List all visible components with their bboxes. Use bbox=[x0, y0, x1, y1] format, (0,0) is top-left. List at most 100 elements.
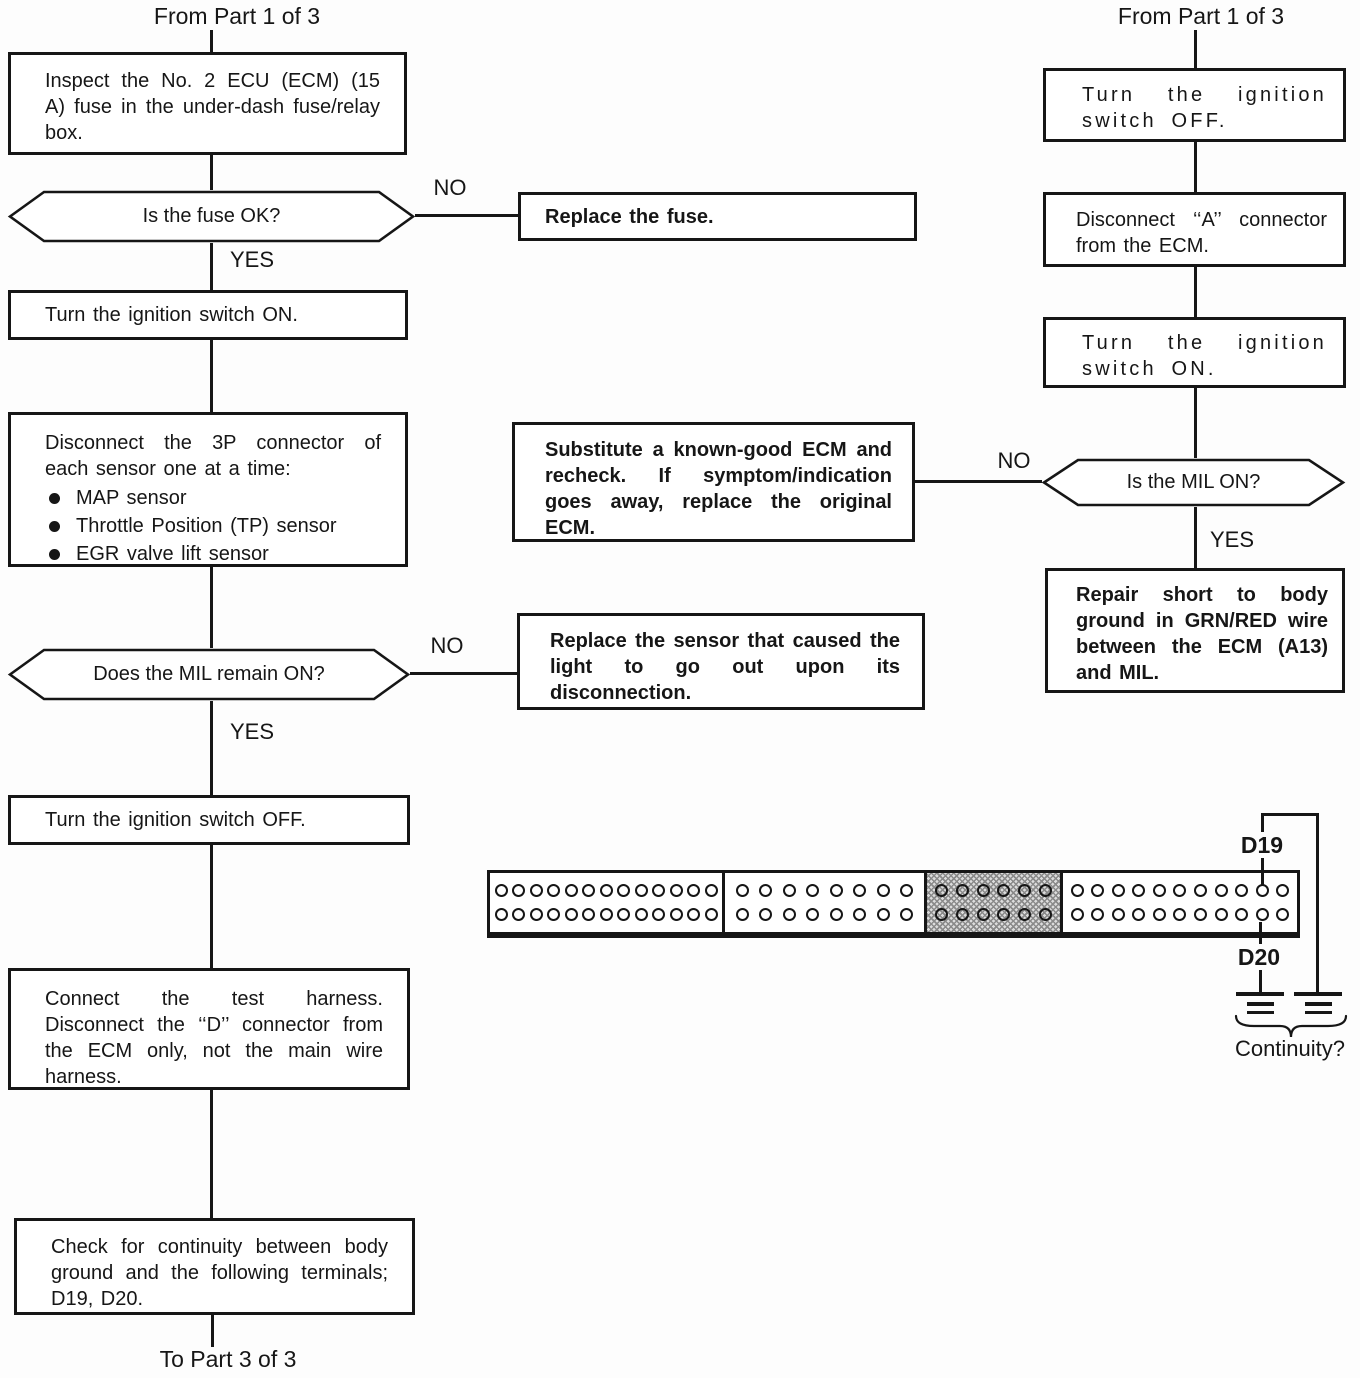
pin-hole-icon bbox=[1070, 908, 1084, 921]
pin-hole-icon bbox=[1173, 908, 1187, 921]
pin-hole-icon bbox=[1194, 884, 1208, 897]
box-check-continuity: Check for continuity between body ground… bbox=[14, 1218, 415, 1315]
pin-hole-icon bbox=[1039, 908, 1053, 921]
pin-hole-icon bbox=[976, 884, 990, 897]
box-disconnect-a-text: Disconnect ‘‘A’’ connector from the ECM. bbox=[1076, 209, 1327, 257]
decision-fuse-ok-label: Is the fuse OK? bbox=[142, 205, 281, 227]
box-ignition-off-left: Turn the ignition switch OFF. bbox=[8, 795, 410, 845]
pin-d19-label: D19 bbox=[1232, 832, 1292, 859]
pin-hole-icon bbox=[900, 908, 914, 921]
ground-bar bbox=[1304, 1010, 1332, 1014]
flow-line bbox=[1194, 267, 1197, 317]
box-ignition-on-right: Turn the ignition switch ON. bbox=[1043, 317, 1346, 388]
pin-hole-icon bbox=[829, 908, 843, 921]
wire-line bbox=[1261, 858, 1264, 886]
no-label: NO bbox=[433, 175, 467, 200]
flow-line bbox=[1194, 507, 1197, 568]
from-part-label-right: From Part 1 of 3 bbox=[1117, 3, 1285, 29]
pin-hole-icon bbox=[494, 908, 508, 921]
pin-hole-icon bbox=[1018, 908, 1032, 921]
no-label: NO bbox=[997, 448, 1031, 473]
decision-mil-remain: Does the MIL remain ON? bbox=[7, 648, 411, 701]
box-replace-sensor: Replace the sensor that caused the light… bbox=[517, 613, 925, 710]
pin-row bbox=[1063, 908, 1297, 921]
box-ignition-off-left-text: Turn the ignition switch OFF. bbox=[45, 809, 306, 831]
yes-label: YES bbox=[230, 719, 275, 744]
bullet-icon bbox=[49, 548, 60, 560]
pin-hole-icon bbox=[634, 908, 648, 921]
pin-hole-icon bbox=[853, 908, 867, 921]
pin-hole-icon bbox=[1039, 884, 1053, 897]
flow-line bbox=[415, 214, 518, 217]
box-ignition-on-left: Turn the ignition switch ON. bbox=[8, 290, 408, 340]
pin-hole-icon bbox=[853, 884, 867, 897]
ground-icon bbox=[1236, 992, 1284, 1014]
flow-line bbox=[1194, 30, 1197, 68]
ground-bar bbox=[1246, 1010, 1274, 1014]
flow-line bbox=[210, 1090, 213, 1218]
pin-hole-icon bbox=[1070, 884, 1084, 897]
pin-hole-icon bbox=[669, 908, 683, 921]
list-item: Throttle Position (TP) sensor bbox=[49, 513, 381, 539]
pin-row bbox=[927, 884, 1060, 897]
brace-icon bbox=[1234, 1014, 1348, 1038]
flow-line bbox=[1194, 388, 1197, 458]
wire-line bbox=[1261, 813, 1319, 816]
pin-hole-icon bbox=[1214, 884, 1228, 897]
pin-hole-icon bbox=[976, 908, 990, 921]
pin-hole-icon bbox=[997, 908, 1011, 921]
pin-hole-icon bbox=[782, 884, 796, 897]
pin-hole-icon bbox=[617, 908, 630, 921]
box-replace-fuse-text: Replace the fuse. bbox=[545, 205, 714, 228]
pin-hole-icon bbox=[735, 884, 749, 897]
pin-hole-icon bbox=[1173, 884, 1187, 897]
pin-hole-icon bbox=[1152, 908, 1166, 921]
pin-hole-icon bbox=[599, 908, 613, 921]
pin-hole-icon bbox=[1111, 884, 1125, 897]
pin-row bbox=[490, 908, 722, 921]
connector-segment-c-shaded bbox=[924, 873, 1060, 932]
pin-hole-icon bbox=[512, 884, 525, 897]
pin-hole-icon bbox=[829, 884, 843, 897]
pin-row bbox=[725, 908, 924, 921]
pin-row bbox=[927, 908, 1060, 921]
pin-hole-icon bbox=[634, 884, 648, 897]
box-check-continuity-text: Check for continuity between body ground… bbox=[51, 1236, 388, 1310]
pin-hole-icon bbox=[1091, 908, 1105, 921]
connector-segment-a bbox=[490, 873, 722, 932]
pin-hole-icon bbox=[934, 884, 948, 897]
pin-hole-icon bbox=[669, 884, 683, 897]
decision-hexagon-shape bbox=[7, 190, 416, 243]
decision-mil-remain-label: Does the MIL remain ON? bbox=[93, 663, 325, 685]
pin-hole-icon bbox=[1235, 908, 1249, 921]
pin-hole-icon bbox=[512, 908, 525, 921]
connector-segment-d bbox=[1060, 873, 1297, 932]
pin-hole-icon bbox=[1255, 908, 1269, 921]
pin-hole-icon bbox=[529, 908, 543, 921]
from-part-label-left: From Part 1 of 3 bbox=[153, 3, 321, 29]
connector-segment-b bbox=[722, 873, 924, 932]
decision-hexagon-shape bbox=[1041, 458, 1346, 507]
box-substitute-ecm-text: Substitute a known-good ECM and recheck.… bbox=[545, 439, 892, 539]
box-replace-fuse: Replace the fuse. bbox=[518, 192, 917, 241]
bullet-icon bbox=[49, 492, 60, 504]
pin-d20-label: D20 bbox=[1229, 944, 1289, 971]
box-inspect-fuse-text: Inspect the No. 2 ECU (ECM) (15 A) fuse … bbox=[45, 70, 380, 144]
decision-fuse-ok: Is the fuse OK? bbox=[7, 190, 416, 243]
pin-hole-icon bbox=[1276, 884, 1290, 897]
pin-hole-icon bbox=[934, 908, 948, 921]
pin-hole-icon bbox=[687, 884, 700, 897]
pin-row bbox=[725, 884, 924, 897]
ground-bar bbox=[1246, 1002, 1274, 1006]
decision-hexagon-shape bbox=[7, 648, 411, 701]
pin-hole-icon bbox=[617, 884, 630, 897]
pin-hole-icon bbox=[759, 908, 773, 921]
pin-hole-icon bbox=[1214, 908, 1228, 921]
wire-line bbox=[1259, 922, 1262, 946]
pin-row bbox=[490, 884, 722, 897]
flow-line bbox=[410, 672, 517, 675]
flow-line bbox=[210, 155, 213, 190]
pin-hole-icon bbox=[900, 884, 914, 897]
pin-hole-icon bbox=[547, 884, 560, 897]
